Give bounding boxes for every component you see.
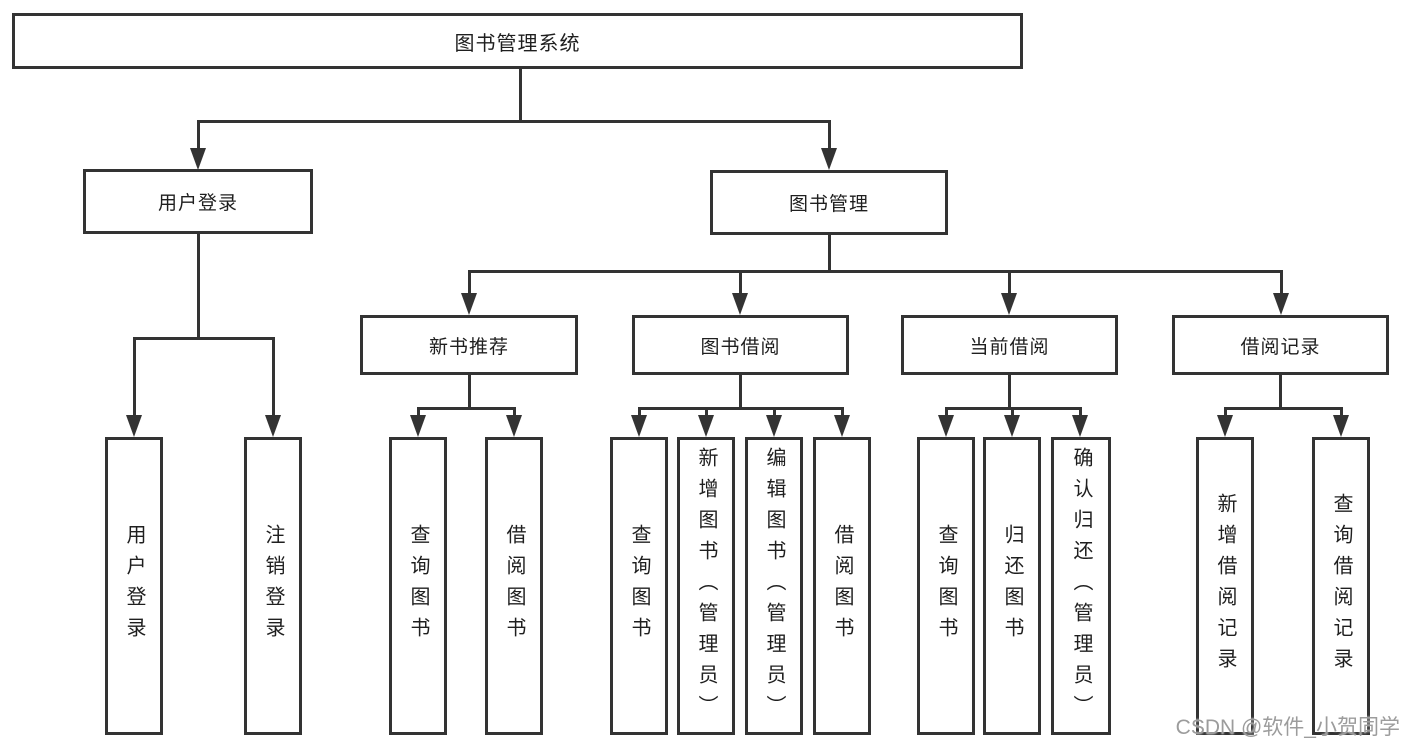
connector-line (1007, 271, 1011, 297)
connector-line (1223, 406, 1343, 410)
connector-line (1010, 408, 1014, 419)
node-user-login-branch: 用户登录 (83, 169, 313, 234)
connector-line (416, 406, 516, 410)
leaf-logout: 注销登录 (244, 437, 302, 735)
leaf-confirm-return-admin: 确认归还（管理员） (1051, 437, 1111, 735)
connector-line (132, 338, 136, 419)
connector-line (271, 338, 275, 419)
leaf-label: 确认归还（管理员） (1070, 446, 1092, 726)
node-library-management-system: 图书管理系统 (12, 13, 1023, 69)
arrow-down-icon (1333, 415, 1349, 437)
node-current-borrowing: 当前借阅 (901, 315, 1118, 375)
connector-line (467, 269, 1283, 273)
connector-line (467, 374, 471, 408)
leaf-query-books-1: 查询图书 (389, 437, 447, 735)
leaf-query-books-3: 查询图书 (917, 437, 975, 735)
leaf-label: 查询借阅记录 (1330, 493, 1352, 679)
arrow-down-icon (698, 415, 714, 437)
connector-line (518, 69, 522, 121)
connector-line (637, 408, 641, 419)
connector-line (512, 408, 516, 419)
connector-line (738, 374, 742, 408)
arrow-down-icon (1273, 293, 1289, 315)
arrow-down-icon (126, 415, 142, 437)
arrow-down-icon (265, 415, 281, 437)
leaf-label: 注销登录 (262, 524, 284, 648)
node-label: 用户登录 (157, 193, 238, 214)
node-label: 图书管理系统 (454, 32, 581, 55)
connector-line (132, 336, 275, 340)
arrow-down-icon (461, 293, 477, 315)
leaf-return-books: 归还图书 (983, 437, 1041, 735)
arrow-down-icon (732, 293, 748, 315)
leaf-label: 查询图书 (935, 524, 957, 648)
connector-line (467, 271, 471, 297)
connector-line (1007, 374, 1011, 408)
leaf-query-books-2: 查询图书 (610, 437, 668, 735)
leaf-label: 查询图书 (628, 524, 650, 648)
connector-line (1278, 374, 1282, 408)
arrow-down-icon (766, 415, 782, 437)
arrow-down-icon (631, 415, 647, 437)
connector-line (1279, 271, 1283, 297)
leaf-label: 编辑图书（管理员） (763, 446, 785, 726)
leaf-add-book-admin: 新增图书（管理员） (677, 437, 735, 735)
connector-line (827, 234, 831, 271)
arrow-down-icon (1001, 293, 1017, 315)
leaf-label: 新增借阅记录 (1214, 493, 1236, 679)
arrow-down-icon (410, 415, 426, 437)
arrow-down-icon (1217, 415, 1233, 437)
leaf-query-borrow-record: 查询借阅记录 (1312, 437, 1370, 735)
leaf-label: 用户登录 (123, 524, 145, 648)
connector-line (827, 121, 831, 152)
connector-line (196, 233, 200, 338)
node-label: 借阅记录 (1240, 336, 1321, 358)
connector-line (637, 406, 844, 410)
node-label: 当前借阅 (969, 336, 1050, 358)
connector-line (1223, 408, 1227, 419)
leaf-label: 归还图书 (1001, 524, 1023, 648)
arrow-down-icon (938, 415, 954, 437)
node-book-borrowing: 图书借阅 (632, 315, 849, 375)
leaf-label: 查询图书 (407, 524, 429, 648)
node-label: 图书管理 (788, 194, 869, 215)
connector-line (772, 408, 776, 419)
connector-line (704, 408, 708, 419)
leaf-borrow-books-2: 借阅图书 (813, 437, 871, 735)
arrow-down-icon (834, 415, 850, 437)
arrow-down-icon (821, 148, 837, 170)
connector-line (416, 408, 420, 419)
node-book-management: 图书管理 (710, 170, 948, 235)
leaf-label: 借阅图书 (503, 524, 525, 648)
connector-line (196, 121, 200, 152)
arrow-down-icon (506, 415, 522, 437)
leaf-borrow-books-1: 借阅图书 (485, 437, 543, 735)
connector-line (196, 119, 831, 123)
node-borrowing-records: 借阅记录 (1172, 315, 1389, 375)
arrow-down-icon (1072, 415, 1088, 437)
watermark: CSDN @软件_小贺同学 (1175, 716, 1400, 739)
leaf-user-login: 用户登录 (105, 437, 163, 735)
node-label: 新书推荐 (428, 336, 509, 358)
connector-line (1078, 408, 1082, 419)
connector-line (1339, 408, 1343, 419)
connector-line (944, 408, 948, 419)
leaf-edit-book-admin: 编辑图书（管理员） (745, 437, 803, 735)
arrow-down-icon (1004, 415, 1020, 437)
leaf-label: 新增图书（管理员） (695, 446, 717, 726)
node-new-book-recommend: 新书推荐 (360, 315, 578, 375)
arrow-down-icon (190, 148, 206, 170)
leaf-label: 借阅图书 (831, 524, 853, 648)
node-label: 图书借阅 (700, 336, 781, 358)
connector-line (840, 408, 844, 419)
connector-line (738, 271, 742, 297)
leaf-add-borrow-record: 新增借阅记录 (1196, 437, 1254, 735)
